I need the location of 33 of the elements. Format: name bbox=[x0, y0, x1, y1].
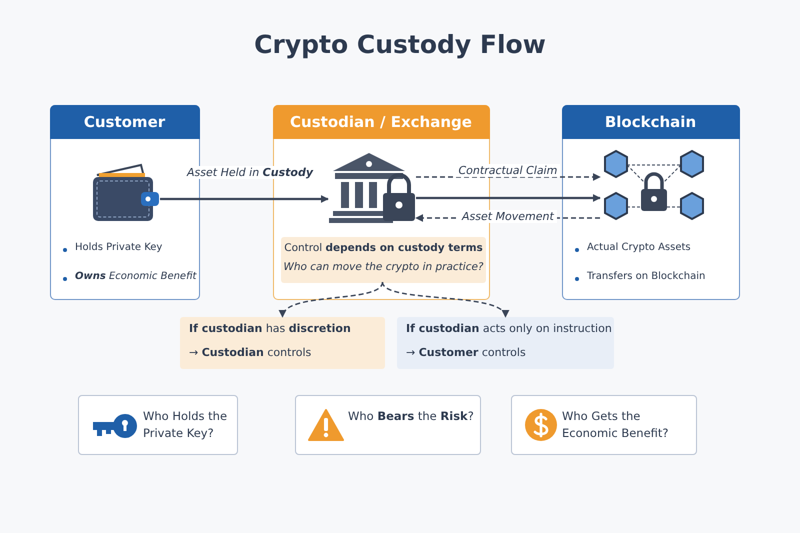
edge-label: Asset Held in Custody bbox=[184, 166, 316, 178]
condition-box bbox=[397, 317, 614, 369]
dashed-arrow bbox=[382, 282, 506, 318]
panel-header: Custodian / Exchange bbox=[272, 104, 490, 138]
question-text: Who Bears the Risk? bbox=[348, 408, 475, 425]
question-text: Who Gets the Economic Benefit? bbox=[562, 408, 670, 442]
edge-label: Contractual Claim bbox=[456, 164, 560, 176]
question-card bbox=[78, 395, 238, 455]
condition-box bbox=[180, 317, 385, 369]
blockchain-icon bbox=[601, 149, 707, 223]
diagram-title: Crypto Custody Flow bbox=[253, 30, 547, 59]
bullet-item: Holds Private Key bbox=[63, 242, 162, 253]
note-text: Control depends on custody terms bbox=[283, 242, 484, 254]
condition-text: If custodian acts only on instruction bbox=[406, 322, 612, 335]
question-card bbox=[511, 395, 697, 455]
edge-label: Asset Movement bbox=[459, 210, 557, 222]
question-card bbox=[295, 395, 481, 455]
condition-text: → Customer controls bbox=[406, 346, 526, 359]
arrow bbox=[416, 194, 601, 202]
bullet-item: Owns Economic Benefit bbox=[63, 271, 196, 282]
panel-header: Blockchain bbox=[562, 104, 740, 138]
question-text: Who Holds the Private Key? bbox=[143, 408, 228, 442]
dashed-arrow bbox=[416, 173, 601, 181]
dashed-arrow bbox=[281, 282, 384, 318]
note-text: Who can move the crypto in practice? bbox=[282, 261, 485, 273]
panel-card bbox=[562, 105, 740, 300]
arrow bbox=[160, 195, 329, 203]
note-box bbox=[281, 237, 486, 283]
panel-header: Customer bbox=[50, 104, 200, 138]
condition-text: → Custodian controls bbox=[189, 346, 312, 359]
condition-text: If custodian has discretion bbox=[189, 322, 351, 335]
bullet-item: Actual Crypto Assets bbox=[575, 242, 691, 253]
bullet-item: Transfers on Blockchain bbox=[575, 271, 706, 282]
